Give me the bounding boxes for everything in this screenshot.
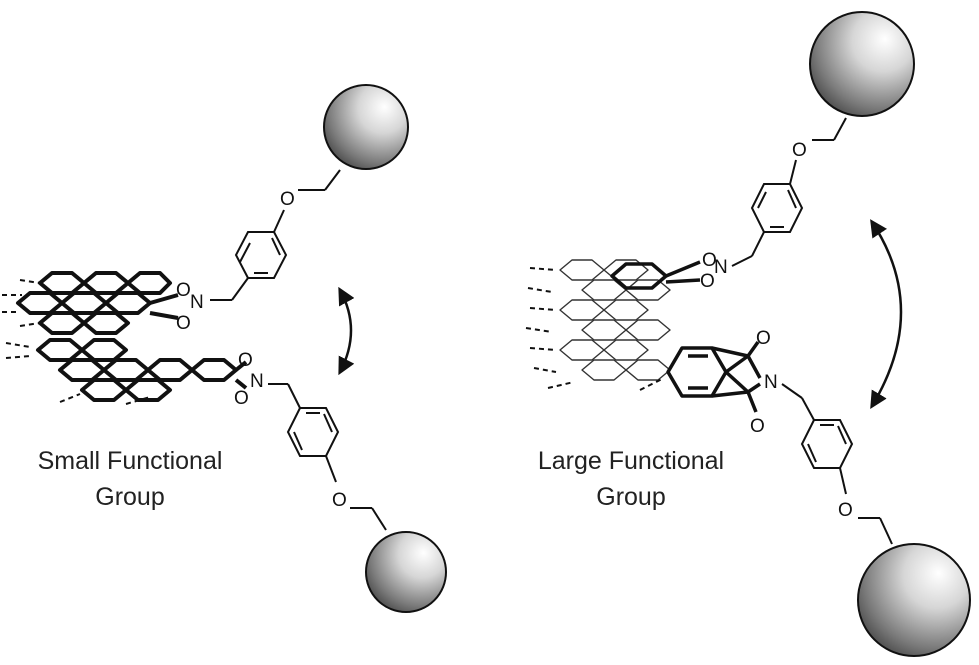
upper-left-ether-oxygen: O	[280, 189, 295, 210]
right-upper-bold-ring	[610, 260, 701, 290]
lower-right-linker	[781, 383, 893, 545]
upper-sheet-dashed-edges	[2, 279, 41, 327]
upper-left-oxygen-top: O	[176, 280, 191, 301]
right-upper-nitrogen: N	[714, 257, 728, 278]
lower-left-sphere	[365, 531, 447, 613]
large-group-assembly: O N O O	[525, 11, 971, 657]
small-functional-group-caption: Small Functional Group	[20, 443, 240, 515]
right-upper-oxygen-bottom: O	[700, 271, 715, 292]
lower-left-nitrogen: N	[250, 371, 264, 392]
lower-left-oxygen-top: O	[238, 350, 253, 371]
lower-graphene-sheet	[36, 338, 248, 402]
upper-left-linker	[210, 169, 341, 301]
large-caption-line2: Group	[596, 483, 666, 511]
right-rotation-arrow	[870, 219, 903, 409]
right-stack-dashed-edges	[525, 267, 665, 391]
lower-left-linker	[268, 383, 387, 531]
upper-left-sphere	[323, 84, 409, 170]
large-functional-group-caption: Large Functional Group	[520, 443, 742, 515]
upper-graphene-sheet	[16, 271, 179, 335]
small-caption-line1: Small Functional	[37, 447, 223, 475]
lower-right-ether-oxygen: O	[838, 500, 853, 521]
upper-left-nitrogen: N	[190, 292, 204, 313]
right-upper-oxygen-top: O	[702, 250, 717, 271]
lower-right-sphere	[857, 543, 971, 657]
lower-left-oxygen-bottom: O	[234, 388, 249, 409]
small-caption-line2: Group	[95, 483, 165, 511]
right-lower-nitrogen: N	[764, 372, 778, 393]
upper-right-linker	[731, 117, 847, 267]
lower-sheet-dashed-edges	[5, 342, 151, 405]
left-rotation-arrow	[338, 286, 355, 376]
upper-left-oxygen-bottom: O	[176, 313, 191, 334]
right-lower-phthalimide	[666, 340, 762, 413]
right-lower-oxygen-top: O	[756, 328, 771, 349]
upper-right-ether-oxygen: O	[792, 140, 807, 161]
large-caption-line1: Large Functional	[537, 447, 725, 475]
right-lower-oxygen-bottom: O	[750, 416, 765, 437]
small-group-assembly: O N O O O N O	[2, 84, 447, 613]
upper-right-sphere	[809, 11, 915, 117]
lower-left-ether-oxygen: O	[332, 490, 347, 511]
